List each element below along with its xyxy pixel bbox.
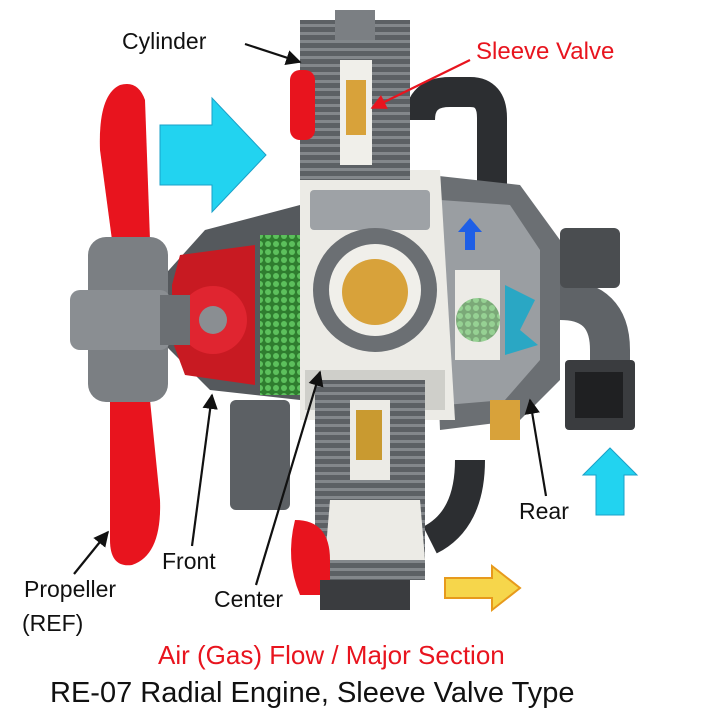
leader-sleeve-valve — [370, 59, 471, 109]
label-front: Front — [162, 548, 216, 574]
exhaust-pipes — [405, 77, 635, 554]
label-center: Center — [214, 586, 284, 612]
bottom-cylinder — [291, 380, 425, 610]
leader-rear — [524, 398, 548, 497]
center-section — [300, 170, 455, 420]
leader-cylinder — [244, 42, 302, 66]
diagram-title: RE-07 Radial Engine, Sleeve Valve Type — [50, 677, 575, 709]
exhaust-arrow-icon — [444, 563, 522, 613]
leader-front — [190, 393, 218, 547]
rear-section — [430, 175, 560, 440]
label-ref: (REF) — [22, 610, 84, 636]
propeller — [70, 84, 190, 566]
label-sleeve-valve: Sleeve Valve — [476, 38, 615, 65]
rear-intake-arrow-icon — [581, 447, 639, 516]
front-section — [160, 205, 305, 510]
legend-flow: Air (Gas) Flow / Major Section — [158, 640, 505, 670]
label-propeller: Propeller — [24, 576, 117, 602]
label-rear: Rear — [519, 498, 569, 524]
leader-center — [254, 370, 324, 586]
leader-propeller — [73, 530, 109, 575]
top-cylinder — [290, 10, 410, 180]
internal-flow-arrow-icon — [458, 218, 482, 250]
label-cylinder: Cylinder — [122, 28, 207, 54]
intake-arrow-icon — [159, 96, 267, 214]
